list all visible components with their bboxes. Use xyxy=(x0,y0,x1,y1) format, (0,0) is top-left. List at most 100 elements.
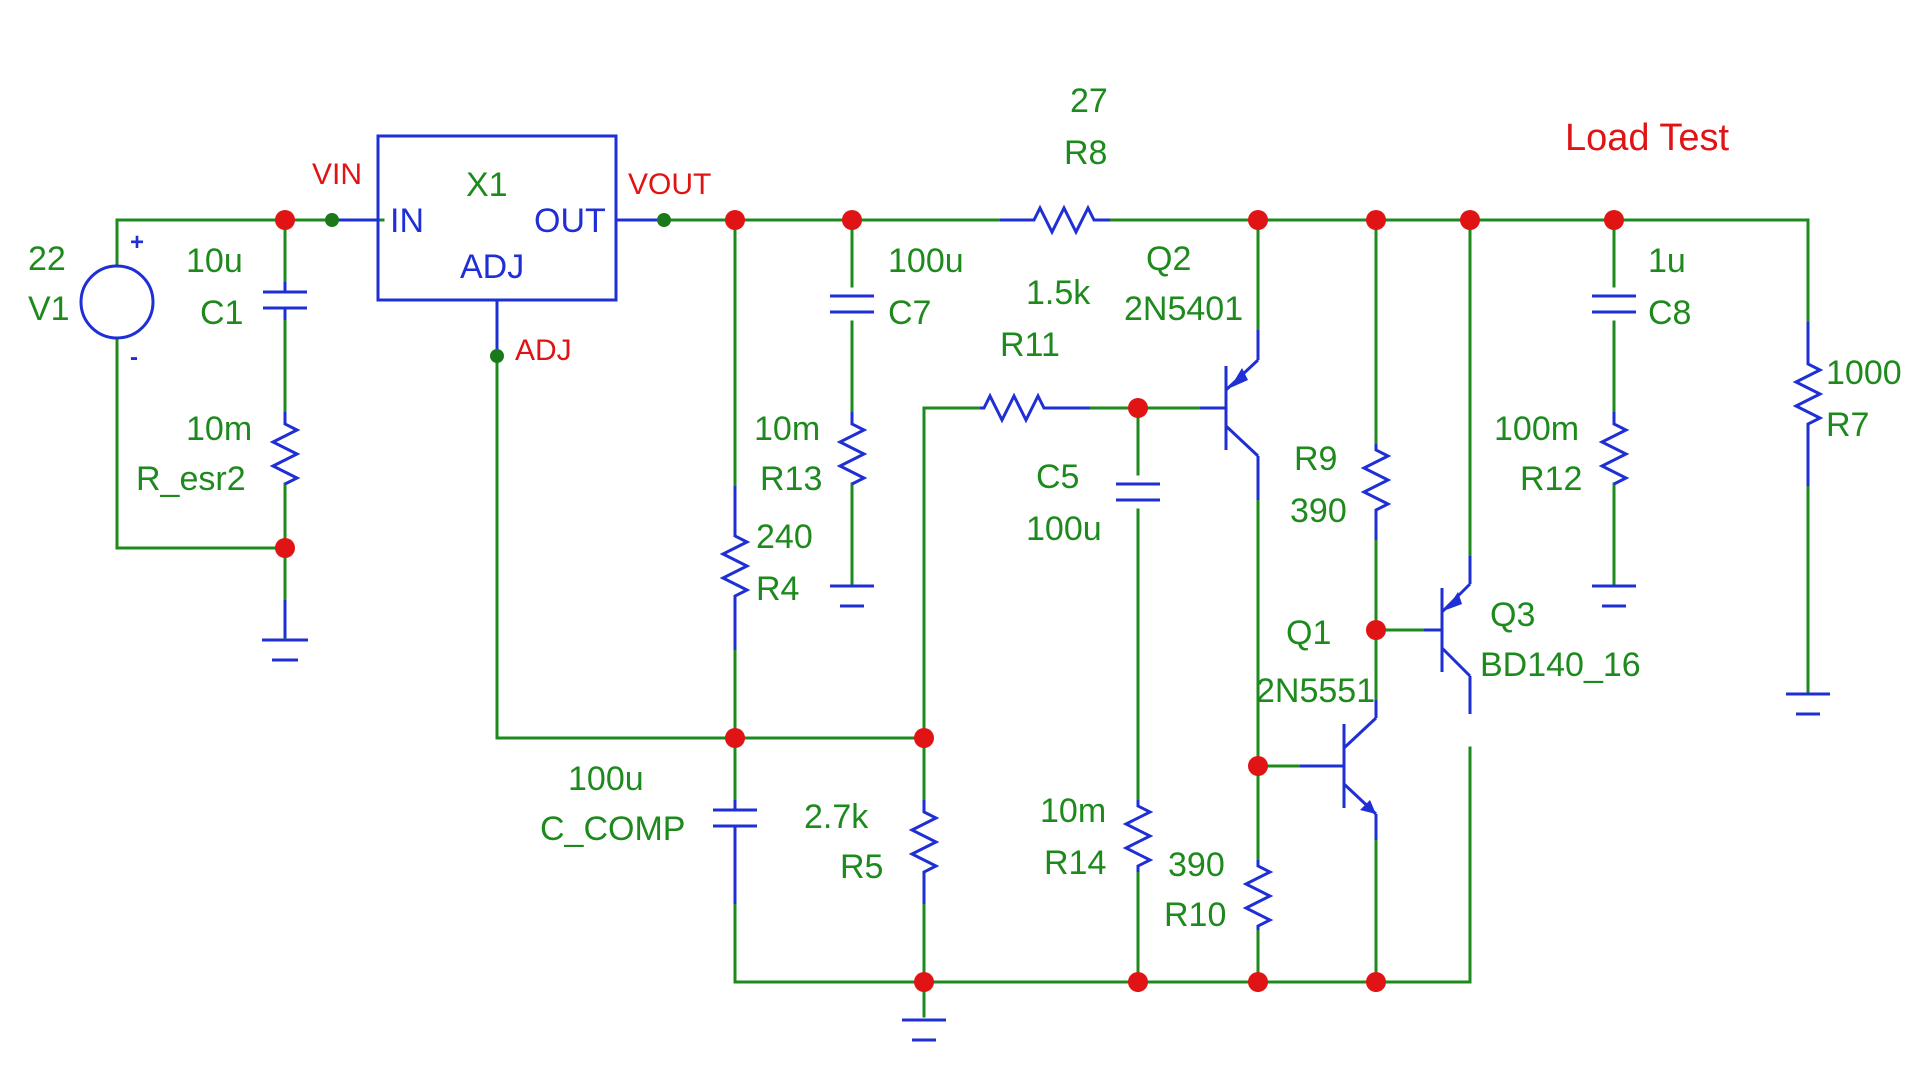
node xyxy=(914,972,934,992)
resistor-r11[interactable] xyxy=(980,392,1090,424)
q3-model: BD140_16 xyxy=(1480,646,1641,684)
wire-v1-bottom xyxy=(115,336,287,550)
regulator-x1[interactable] xyxy=(332,134,664,356)
resistor-r4[interactable] xyxy=(719,486,751,650)
capacitor-c5[interactable] xyxy=(1116,482,1160,502)
node xyxy=(1460,210,1480,230)
c7-value: 100u xyxy=(888,242,964,280)
r7-value: 1000 xyxy=(1826,354,1902,392)
node xyxy=(1366,972,1386,992)
wire-main-rail xyxy=(1108,218,1810,324)
ground-c8 xyxy=(1592,584,1636,608)
r11-ref: R11 xyxy=(1000,326,1060,364)
node xyxy=(1248,756,1268,776)
resr2-ref: R_esr2 xyxy=(136,460,246,498)
r13-value: 10m xyxy=(754,410,820,448)
node xyxy=(1366,210,1386,230)
c5-value: 100u xyxy=(1026,510,1102,548)
wire-ccomp-bottom xyxy=(733,746,1472,984)
wires xyxy=(115,218,1810,1018)
resistor-r13[interactable] xyxy=(836,412,868,486)
r13-ref: R13 xyxy=(760,460,822,498)
resistor-r7[interactable] xyxy=(1792,322,1824,486)
r14-ref: R14 xyxy=(1044,844,1106,882)
resistor-r14[interactable] xyxy=(1122,800,1154,872)
ground-r7 xyxy=(1786,692,1830,716)
r8-value: 27 xyxy=(1070,82,1108,120)
net-label-vin: VIN xyxy=(312,158,362,191)
wire-v1-top xyxy=(115,218,385,268)
resistor-r-esr2[interactable] xyxy=(269,412,301,486)
c8-value: 1u xyxy=(1648,242,1686,280)
c1-value: 10u xyxy=(186,242,243,280)
resistor-r9[interactable] xyxy=(1360,444,1392,540)
node xyxy=(1128,398,1148,418)
node xyxy=(725,210,745,230)
capacitor-c7[interactable] xyxy=(830,294,874,314)
labels: VIN VOUT ADJ Load Test X1 IN OUT ADJ 22 … xyxy=(28,82,1902,934)
node xyxy=(1248,972,1268,992)
r9-ref: R9 xyxy=(1294,440,1337,478)
r10-value: 390 xyxy=(1168,846,1225,884)
resr2-value: 10m xyxy=(186,410,252,448)
capacitor-c-comp[interactable] xyxy=(713,800,757,904)
node xyxy=(1604,210,1624,230)
v1-value: 22 xyxy=(28,240,66,278)
resistor-r12[interactable] xyxy=(1598,412,1630,486)
node xyxy=(914,728,934,748)
q2-ref: Q2 xyxy=(1146,240,1191,278)
node xyxy=(1128,972,1148,992)
transistor-q3[interactable] xyxy=(1424,556,1472,714)
node xyxy=(842,210,862,230)
r11-value: 1.5k xyxy=(1026,274,1091,312)
ground-c7 xyxy=(830,584,874,608)
net-label-adj: ADJ xyxy=(515,334,572,367)
ccomp-value: 100u xyxy=(568,760,644,798)
wire-adj xyxy=(495,298,926,740)
c8-ref: C8 xyxy=(1648,294,1691,332)
v1-circle xyxy=(79,264,155,340)
c7-ref: C7 xyxy=(888,294,931,332)
node xyxy=(275,538,295,558)
voltage-source-v1[interactable]: + - xyxy=(79,229,155,371)
v1-plus-sign: + xyxy=(130,229,144,256)
components: + - xyxy=(79,134,1830,1042)
r5-ref: R5 xyxy=(840,848,883,886)
x1-pin-out: OUT xyxy=(534,202,606,240)
transistor-q1[interactable] xyxy=(1300,700,1378,840)
q1-model: 2N5551 xyxy=(1256,672,1375,710)
r8-ref: R8 xyxy=(1064,134,1107,172)
node xyxy=(1366,620,1386,640)
pin-vin xyxy=(325,213,339,227)
q3-ref: Q3 xyxy=(1490,596,1535,634)
capacitor-c8[interactable] xyxy=(1592,294,1636,314)
r14-value: 10m xyxy=(1040,792,1106,830)
c5-ref: C5 xyxy=(1036,458,1079,496)
junctions xyxy=(275,210,1624,992)
capacitor-c1[interactable] xyxy=(263,282,307,320)
resistor-r5[interactable] xyxy=(908,800,940,904)
transistor-q2[interactable] xyxy=(1200,330,1260,500)
r4-value: 240 xyxy=(756,518,813,556)
x1-pin-in: IN xyxy=(390,202,424,240)
v1-ref: V1 xyxy=(28,290,70,328)
r10-ref: R10 xyxy=(1164,896,1226,934)
pin-vout xyxy=(657,213,671,227)
q1-ref: Q1 xyxy=(1286,614,1331,652)
x1-pin-adj: ADJ xyxy=(460,248,524,286)
load-test-label: Load Test xyxy=(1565,117,1730,159)
node xyxy=(1248,210,1268,230)
resistor-r10[interactable] xyxy=(1242,860,1274,930)
ccomp-ref: C_COMP xyxy=(540,810,685,848)
r5-value: 2.7k xyxy=(804,798,869,836)
node xyxy=(275,210,295,230)
c1-ref: C1 xyxy=(200,294,243,332)
r4-ref: R4 xyxy=(756,570,799,608)
v1-minus-sign: - xyxy=(130,344,138,371)
ground-bottom xyxy=(902,1018,946,1042)
q2-model: 2N5401 xyxy=(1124,290,1243,328)
x1-ref: X1 xyxy=(466,166,508,204)
net-label-vout: VOUT xyxy=(628,168,711,201)
resistor-r8[interactable] xyxy=(1000,204,1110,236)
